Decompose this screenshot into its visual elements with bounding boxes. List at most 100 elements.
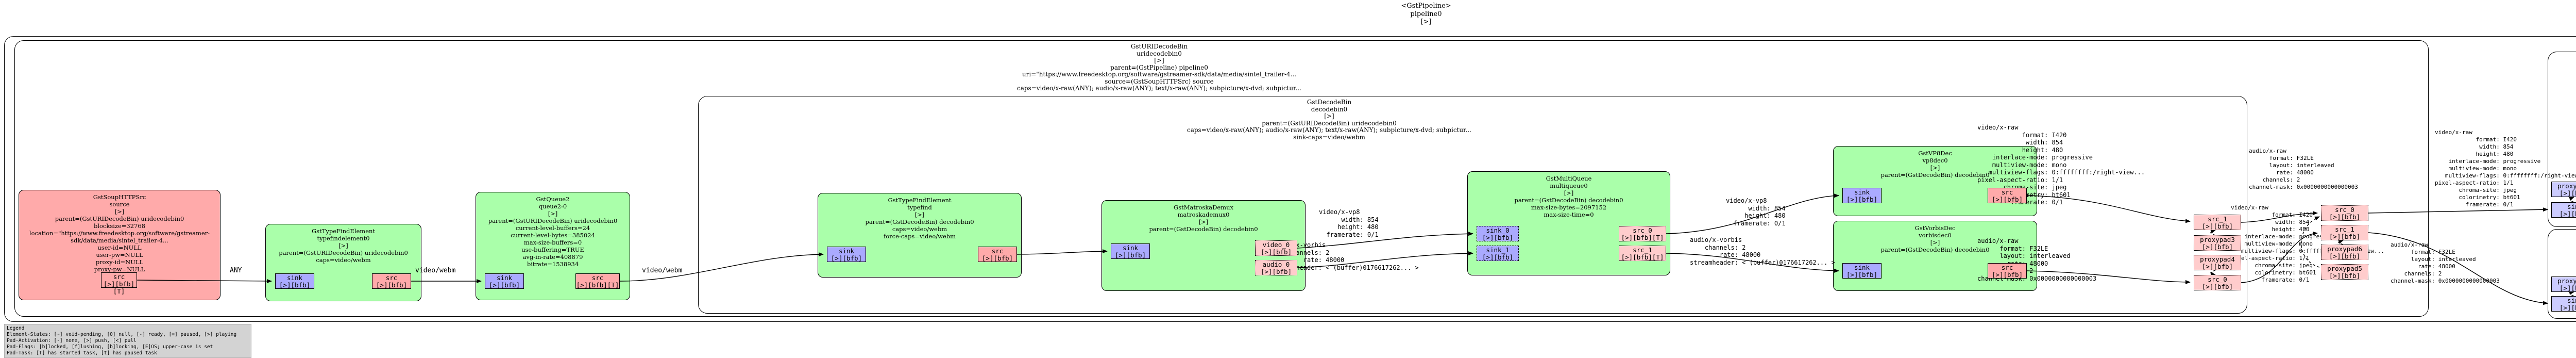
graph-title-type: <GstPipeline> <box>1401 2 1451 10</box>
element-typefindelement0-line-1: typefindelement0 <box>317 235 370 242</box>
element-typefind-line-0: GstTypeFindElement <box>888 197 952 204</box>
caps-label-lbl-webm-1: video/webm <box>415 267 456 274</box>
element-typefindelement0-line-2: [>] <box>338 242 348 249</box>
element-vorbisdec0-line-2: [>] <box>1930 239 1940 246</box>
element-source-line-3: parent=(GstURIDecodeBin) uridecodebin0 <box>55 215 184 222</box>
pad-multiqueue0-src_0-line-1: [>][bfb][T] <box>1621 234 1664 241</box>
bin-autoaudiosink0-label-line-4: filter-caps=audio/x-raw <box>2548 259 2576 266</box>
pad-vp8dec0-src-line-0: src <box>2001 188 2013 196</box>
pad-uridecodebin0-proxypad6-line-0: proxypad6 <box>2327 245 2362 253</box>
pad-queue2-0-src: src[>][bfb][T] <box>575 273 620 289</box>
pad-source-src-line-1: [>][bfb][T] <box>103 280 135 295</box>
caps-label-lbl-araw-2: audio/x-raw format: F32LE layout: interl… <box>2249 148 2358 190</box>
pad-uridecodebin0-src_1-line-0: src_1 <box>2335 225 2354 233</box>
bin-autovideosink0-label-line-3: parent=(GstPipeline) pipeline0 <box>2548 76 2576 83</box>
element-source-line-6: user-id=NULL <box>97 244 142 251</box>
caps-label-lbl-vp8-2: video/x-vp8 width: 854 height: 480 frame… <box>1726 197 1786 227</box>
pad-multiqueue0-src_1-line-0: src_1 <box>1633 246 1652 254</box>
bin-uridecodebin0-label-line-5: source=(GstSoupHTTPSrc) source <box>1105 77 1214 85</box>
pad-vorbisdec0-sink-line-0: sink <box>1854 264 1870 271</box>
pad-multiqueue0-sink_0-line-1: [>][bfb] <box>1482 234 1514 241</box>
pad-multiqueue0-sink_1-line-0: sink_1 <box>1486 246 1510 254</box>
pad-uridecodebin0-src_1-line-1: [>][bfb] <box>2329 233 2361 240</box>
element-typefind-line-1: typefind <box>907 204 932 211</box>
bin-decodebin0-label-line-3: parent=(GstURIDecodeBin) uridecodebin0 <box>1262 119 1397 127</box>
pad-queue2-0-sink-line-0: sink <box>496 274 513 282</box>
element-matroskademux0-line-1: matroskademux0 <box>1177 211 1230 218</box>
pad-multiqueue0-sink_1-line-1: [>][bfb] <box>1482 253 1514 261</box>
pad-autovideosink0-proxypad0: proxypad0[>][bfb] <box>2551 182 2576 197</box>
element-typefind-line-5: force-caps=video/webm <box>883 233 956 240</box>
bin-autovideosink0-label-line-2: [>] <box>2548 69 2576 76</box>
pad-matroskademux0-audio_0-line-0: audio_0 <box>1262 261 1290 268</box>
element-typefind-line-2: [>] <box>914 211 925 218</box>
element-source-line-5: location="https://www.freedesktop.org/so… <box>29 230 210 244</box>
pad-typefind-sink-line-0: sink <box>838 247 855 255</box>
pad-decodebin0-proxypad3-line-1: [>][bfb] <box>2201 243 2233 251</box>
pad-vp8dec0-sink: sink[>][bfb] <box>1842 188 1882 203</box>
pad-decodebin0-src_1-line-0: src_1 <box>2208 215 2227 223</box>
element-source-line-2: [>] <box>114 208 125 215</box>
pad-vorbisdec0-sink: sink[>][bfb] <box>1842 263 1882 279</box>
pad-queue2-0-src-line-0: src <box>591 274 604 282</box>
pad-typefind-sink: sink[>][bfb] <box>827 247 866 262</box>
element-queue2-0-line-0: GstQueue2 <box>536 196 570 203</box>
element-vp8dec0-line-0: GstVP8Dec <box>1918 150 1952 157</box>
caps-label-lbl-araw-3: audio/x-raw format: F32LE layout: interl… <box>2391 241 2500 284</box>
pad-vorbisdec0-src-line-1: [>][bfb] <box>1991 271 2023 279</box>
element-vorbisdec0-line-3: parent=(GstDecodeBin) decodebin0 <box>1880 246 1990 253</box>
caps-label-lbl-vraw-3: video/x-raw format: I420 width: 854 heig… <box>2435 129 2576 208</box>
bin-uridecodebin0-label-line-4: uri="https://www.freedesktop.org/softwar… <box>1022 71 1297 78</box>
element-queue2-0-line-6: max-size-buffers=0 <box>523 239 582 246</box>
element-vp8dec0-line-3: parent=(GstDecodeBin) decodebin0 <box>1880 171 1990 178</box>
element-queue2-0-line-7: use-buffering=TRUE <box>521 246 584 253</box>
pad-typefindelement0-src-line-0: src <box>385 274 398 282</box>
element-multiqueue0-line-3: parent=(GstDecodeBin) decodebin0 <box>1514 197 1623 204</box>
legend-box: Legend Element-States: [~] void-pending,… <box>4 324 251 358</box>
pad-queue2-0-src-line-1: [>][bfb][T] <box>576 281 619 289</box>
pad-decodebin0-src_0-line-1: [>][bfb] <box>2201 283 2233 290</box>
pad-multiqueue0-sink_0-line-0: sink_0 <box>1486 226 1510 234</box>
pad-autoaudiosink0-proxypad1-line-0: proxypad1 <box>2557 277 2576 285</box>
pad-vp8dec0-sink-line-1: [>][bfb] <box>1846 196 1878 203</box>
element-source-line-1: source <box>109 201 130 208</box>
legend-pad-activation: Pad-Activation: [-] none, [>] push, [<] … <box>7 338 137 344</box>
element-queue2-0-line-8: avg-in-rate=408879 <box>522 253 583 261</box>
pad-uridecodebin0-src_1: src_1[>][bfb] <box>2321 225 2368 240</box>
bin-autoaudiosink0-label-line-3: parent=(GstPipeline) pipeline0 <box>2548 252 2576 259</box>
pad-matroskademux0-sink: sink[>][bfb] <box>1111 243 1150 259</box>
pad-uridecodebin0-src_0: src_0[>][bfb] <box>2321 205 2368 221</box>
pad-autovideosink0-sink: sink[>][bfb] <box>2551 202 2576 218</box>
pad-decodebin0-proxypad3: proxypad3[>][bfb] <box>2194 235 2241 251</box>
caps-label-lbl-any: ANY <box>230 267 242 274</box>
pad-decodebin0-proxypad4: proxypad4[>][bfb] <box>2194 255 2241 270</box>
bin-autoaudiosink0-label: GstAutoAudioSinkautoaudiosink0[>]parent=… <box>2548 231 2576 266</box>
pad-vorbisdec0-sink-line-1: [>][bfb] <box>1846 271 1878 279</box>
bin-uridecodebin0-label-line-2: [>] <box>1154 57 1164 64</box>
element-typefindelement0-line-0: GstTypeFindElement <box>311 227 376 235</box>
graph-title-state: [>] <box>1420 18 1432 26</box>
element-typefindelement0-line-3: parent=(GstURIDecodeBin) uridecodebin0 <box>279 249 408 256</box>
pad-autovideosink0-sink-line-1: [>][bfb] <box>2559 210 2576 218</box>
pad-typefind-src-line-1: [>][bfb] <box>981 254 1013 262</box>
pad-typefindelement0-sink: sink[>][bfb] <box>275 273 314 289</box>
element-queue2-0-line-4: current-level-buffers=24 <box>515 224 590 232</box>
pad-multiqueue0-src_1-line-1: [>][bfb][T] <box>1621 253 1664 261</box>
pad-queue2-0-sink-line-1: [>][bfb] <box>488 281 520 289</box>
pad-typefind-sink-line-1: [>][bfb] <box>831 254 862 262</box>
pad-decodebin0-src_0: src_0[>][bfb] <box>2194 275 2241 290</box>
pad-autovideosink0-proxypad0-line-0: proxypad0 <box>2557 182 2576 190</box>
legend-pad-flags: Pad-Flags: [b]locked, [f]lushing, [b]loc… <box>7 344 213 350</box>
pad-autoaudiosink0-proxypad1: proxypad1[>][bfb] <box>2551 276 2576 292</box>
bin-decodebin0-label-line-4: caps=video/x-raw(ANY); audio/x-raw(ANY);… <box>1187 126 1471 134</box>
pad-matroskademux0-sink-line-1: [>][bfb] <box>1114 251 1146 259</box>
pad-matroskademux0-video_0-line-1: [>][bfb] <box>1260 248 1292 256</box>
pad-matroskademux0-sink-line-0: sink <box>1122 244 1139 252</box>
legend-pad-task: Pad-Task: [T] has started task, [t] has … <box>7 350 157 356</box>
element-source-line-4: blocksize=32768 <box>93 222 146 230</box>
pad-uridecodebin0-proxypad6-line-1: [>][bfb] <box>2329 252 2361 260</box>
element-vorbisdec0-line-1: vorbisdec0 <box>1919 232 1952 239</box>
